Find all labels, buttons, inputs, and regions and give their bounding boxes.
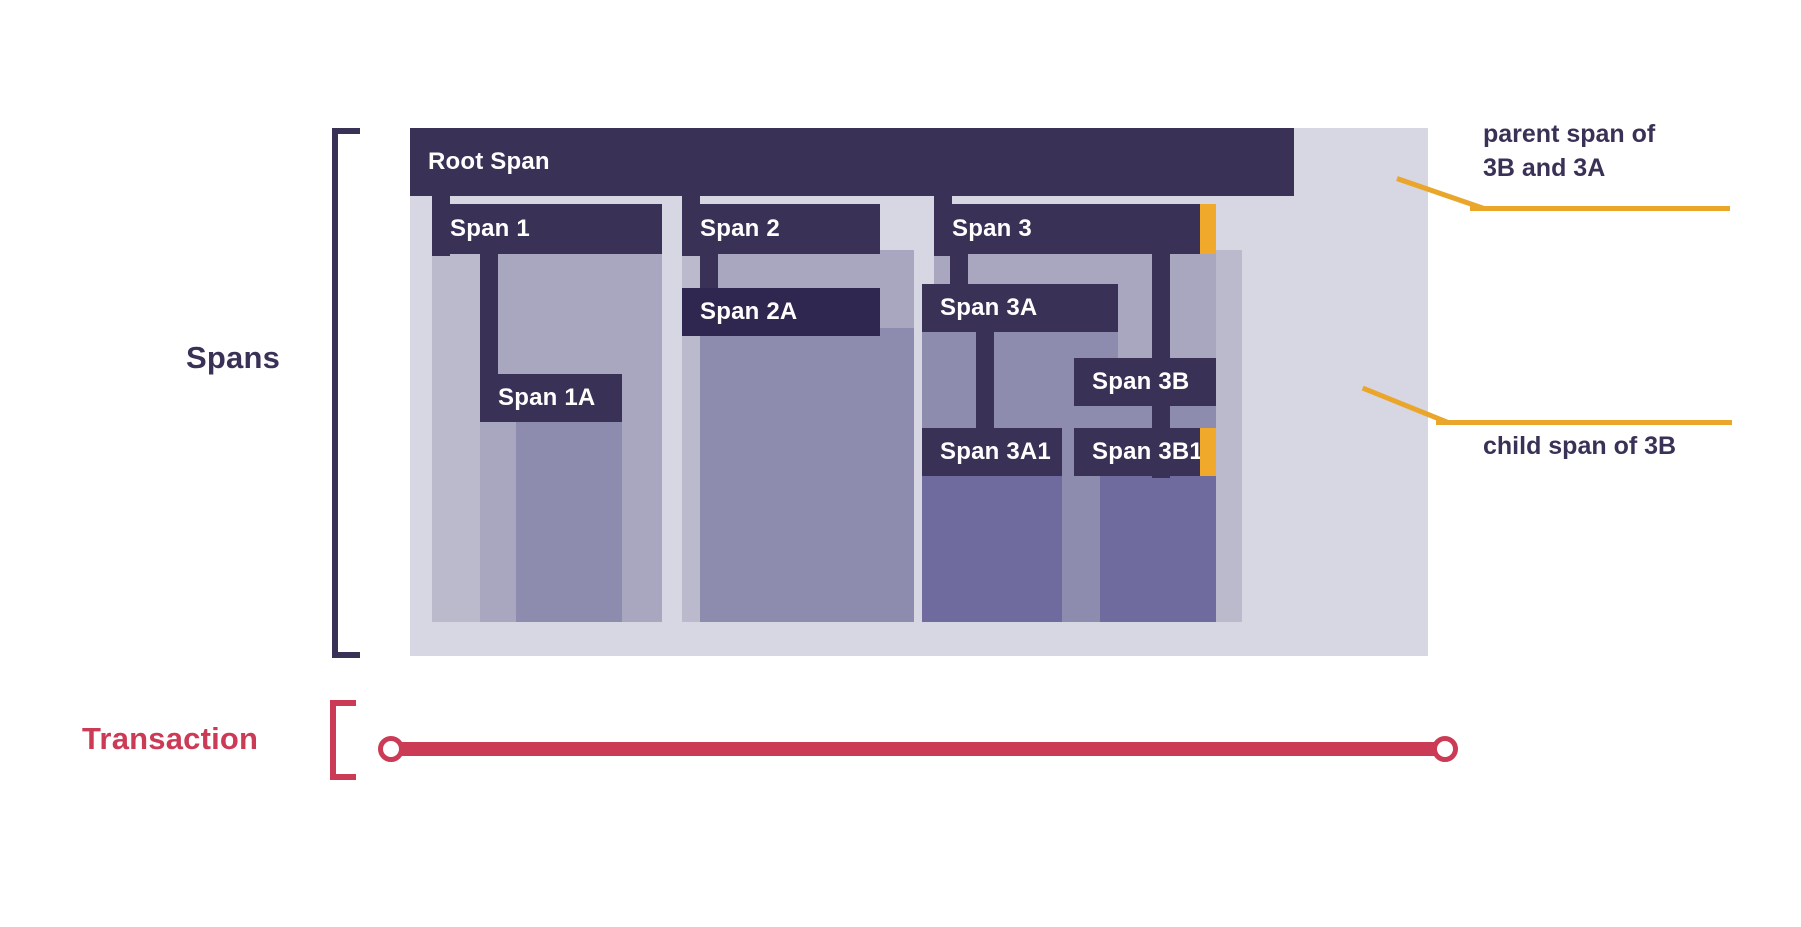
span3a1-body-background xyxy=(922,468,1062,622)
span2a-body-background xyxy=(700,328,914,622)
span-bar-label: Span 3A xyxy=(940,294,1038,321)
transaction-start-marker xyxy=(378,736,404,762)
span-bar-label: Span 3A1 xyxy=(940,438,1051,465)
span-bar-label: Span 2A xyxy=(700,298,798,325)
highlight-marker-span3 xyxy=(1200,204,1216,254)
span-bar-label: Span 1A xyxy=(498,384,596,411)
span-bar-label: Span 3 xyxy=(952,215,1032,242)
spans-bracket xyxy=(332,128,360,658)
transaction-end-marker xyxy=(1432,736,1458,762)
span-bar-label: Root Span xyxy=(428,148,550,175)
span-bar-span3b1[interactable]: Span 3B1 xyxy=(1074,428,1216,476)
transaction-duration-bar xyxy=(390,742,1445,756)
callout-leader-horizontal-bottom xyxy=(1436,420,1732,425)
span-bar-label: Span 3B1 xyxy=(1092,438,1203,465)
span-bar-label: Span 1 xyxy=(450,215,530,242)
span-bar-span3b[interactable]: Span 3B xyxy=(1074,358,1216,406)
span-bar-label: Span 3B xyxy=(1092,368,1190,395)
span-bar-span3a[interactable]: Span 3A xyxy=(922,284,1118,332)
span-bar-root[interactable]: Root Span xyxy=(410,128,1294,196)
span-bar-span2[interactable]: Span 2 xyxy=(682,204,880,254)
span-bar-span3[interactable]: Span 3 xyxy=(934,204,1216,254)
callout-leader-horizontal-top xyxy=(1470,206,1730,211)
span-bar-span3a1[interactable]: Span 3A1 xyxy=(922,428,1062,476)
spans-section-label: Spans xyxy=(186,340,281,375)
span3b1-body-background xyxy=(1100,468,1216,622)
span-bar-label: Span 2 xyxy=(700,215,780,242)
span1a-body-background xyxy=(516,412,622,622)
callout-child-span-text: child span of 3B xyxy=(1483,432,1677,460)
callout-parent-span-text: parent span of 3B and 3A xyxy=(1483,120,1656,182)
transaction-bracket xyxy=(330,700,356,780)
span-bar-span1a[interactable]: Span 1A xyxy=(480,374,622,422)
span-bar-span2a[interactable]: Span 2A xyxy=(682,288,880,336)
highlight-marker-span3b1 xyxy=(1200,428,1216,476)
transaction-section-label: Transaction xyxy=(82,721,259,756)
spans-waterfall: Root Span Span 1 Span 1A Span 2 Span 2A … xyxy=(410,128,1428,656)
span-bar-span1[interactable]: Span 1 xyxy=(432,204,662,254)
